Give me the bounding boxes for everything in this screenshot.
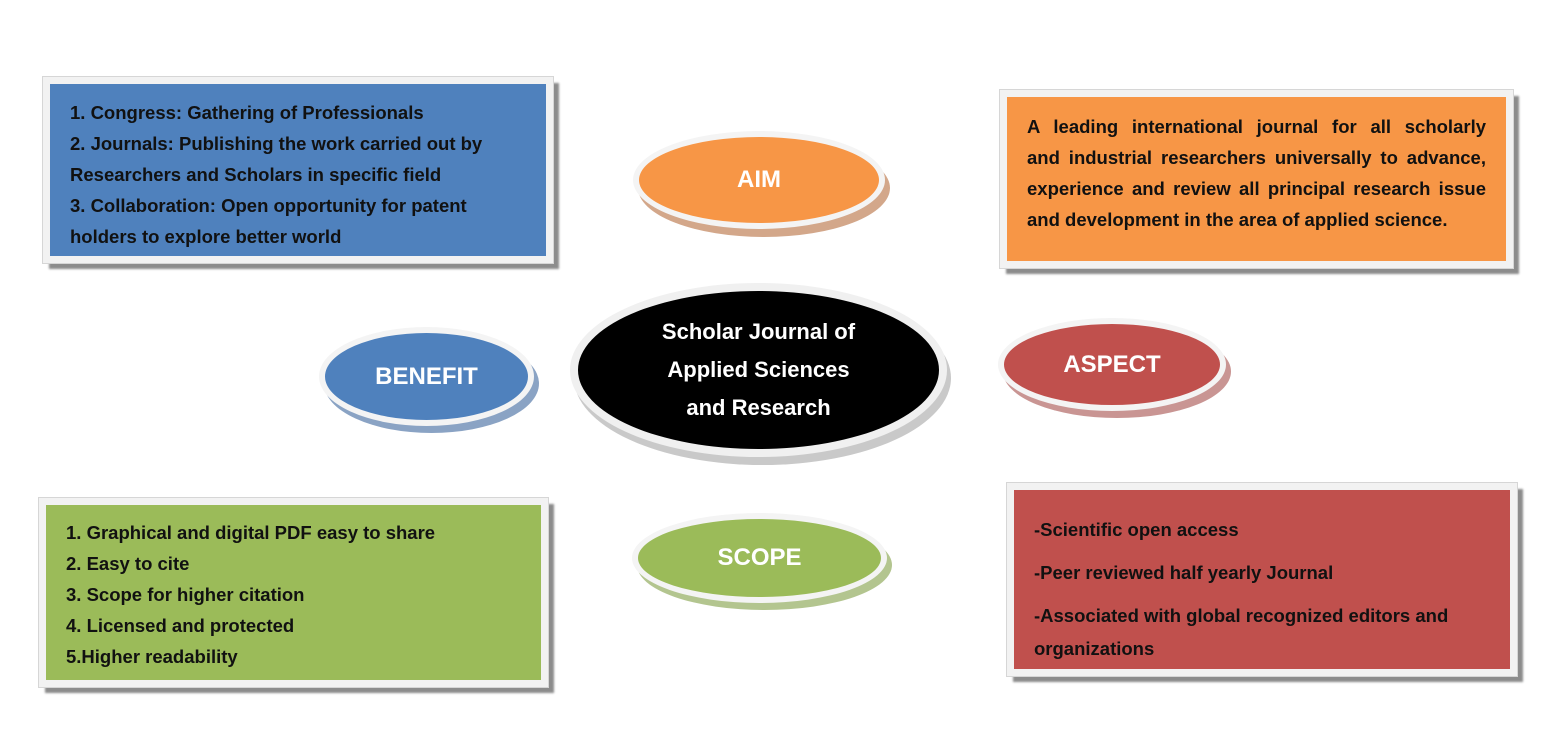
benefit-box-line: 3. Collaboration: Open opportunity for p… bbox=[70, 195, 467, 216]
aim-node: AIM bbox=[633, 131, 885, 229]
scope-box-line: 1. Graphical and digital PDF easy to sha… bbox=[66, 522, 436, 543]
aspect-box-line: -Associated with global recognized edito… bbox=[1034, 605, 1449, 626]
aim-box-line: and industrial researchers universally t… bbox=[1027, 147, 1486, 168]
aspect-box-line: -Scientific open access bbox=[1034, 519, 1239, 540]
scope-box-line: 5.Higher readability bbox=[66, 646, 238, 667]
center-title-line: Applied Sciences bbox=[667, 357, 850, 382]
central-journal-title: Scholar Journal of Applied Sciences and … bbox=[662, 313, 855, 427]
benefit-description-box: 1. Congress: Gathering of Professionals … bbox=[42, 76, 554, 264]
benefit-node: BENEFIT bbox=[319, 327, 534, 426]
aim-box-line: experience and review all principal rese… bbox=[1027, 178, 1486, 199]
aspect-box-line: organizations bbox=[1034, 638, 1155, 659]
aspect-box-line: -Peer reviewed half yearly Journal bbox=[1034, 562, 1334, 583]
scope-node-label: SCOPE bbox=[717, 544, 802, 571]
scope-box-line: 3. Scope for higher citation bbox=[66, 584, 305, 605]
aim-node-label: AIM bbox=[737, 166, 781, 193]
scope-node: SCOPE bbox=[632, 513, 887, 603]
aspect-description-box: -Scientific open access -Peer reviewed h… bbox=[1006, 482, 1518, 677]
benefit-box-line: holders to explore better world bbox=[70, 226, 342, 247]
benefit-box-line: Researchers and Scholars in specific fie… bbox=[70, 164, 442, 185]
aim-box-line: and development in the area of applied s… bbox=[1027, 209, 1448, 230]
aim-description-box: A leading international journal for all … bbox=[999, 89, 1514, 269]
benefit-box-line: 1. Congress: Gathering of Professionals bbox=[70, 102, 424, 123]
aspect-node: ASPECT bbox=[998, 318, 1226, 411]
scope-description-box: 1. Graphical and digital PDF easy to sha… bbox=[38, 497, 549, 688]
benefit-node-label: BENEFIT bbox=[375, 362, 478, 390]
aim-box-line: A leading international journal for all … bbox=[1027, 116, 1486, 137]
scope-box-line: 4. Licensed and protected bbox=[66, 615, 295, 636]
central-journal-node: Scholar Journal of Applied Sciences and … bbox=[570, 283, 947, 457]
aspect-node-label: ASPECT bbox=[1063, 350, 1161, 378]
benefit-box-line: 2. Journals: Publishing the work carried… bbox=[70, 133, 483, 154]
center-title-line: and Research bbox=[686, 395, 831, 420]
scope-box-line: 2. Easy to cite bbox=[66, 553, 190, 574]
center-title-line: Scholar Journal of bbox=[661, 319, 856, 344]
